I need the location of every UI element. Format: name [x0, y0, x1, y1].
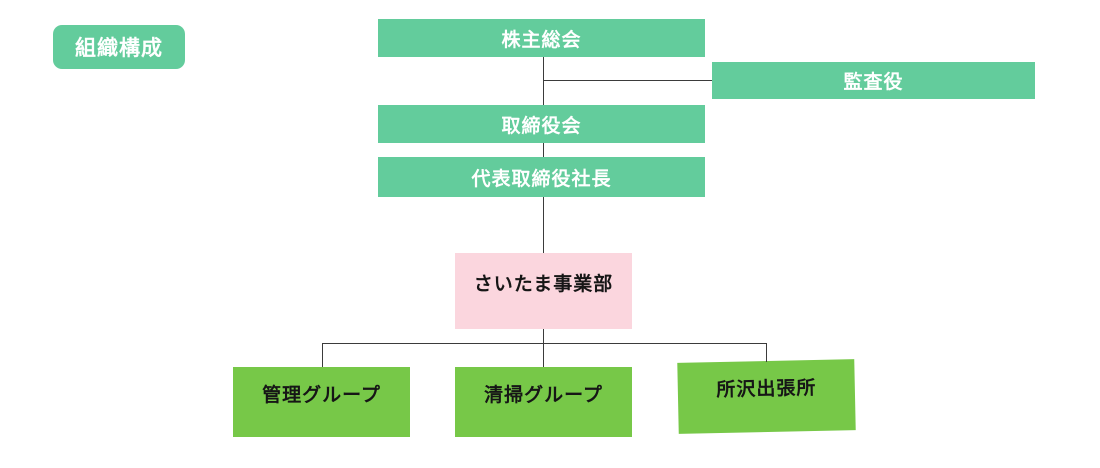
connector-shareholders-board	[543, 57, 544, 105]
connector-bus-horizontal	[322, 343, 766, 344]
org-node-tokorozawa-branch: 所沢出張所	[677, 359, 856, 434]
org-node-cleaning-group: 清掃グループ	[455, 367, 632, 437]
connector-drop-management-group	[322, 343, 323, 367]
org-node-saitama-division: さいたま事業部	[455, 253, 632, 329]
connector-drop-tokorozawa-branch	[766, 343, 767, 362]
connector-saitama-bus-stem	[543, 329, 544, 343]
connector-board-president	[543, 143, 544, 157]
connector-president-saitama	[543, 197, 544, 253]
org-node-president: 代表取締役社長	[378, 157, 705, 197]
org-node-auditor: 監査役	[712, 62, 1035, 99]
connector-shareholders-auditor	[543, 80, 712, 81]
org-node-board-of-directors: 取締役会	[378, 105, 705, 143]
org-node-shareholders-meeting: 株主総会	[378, 19, 705, 57]
org-node-management-group: 管理グループ	[233, 367, 410, 437]
connector-drop-cleaning-group	[543, 343, 544, 367]
chart-title-badge: 組織構成	[53, 25, 185, 69]
